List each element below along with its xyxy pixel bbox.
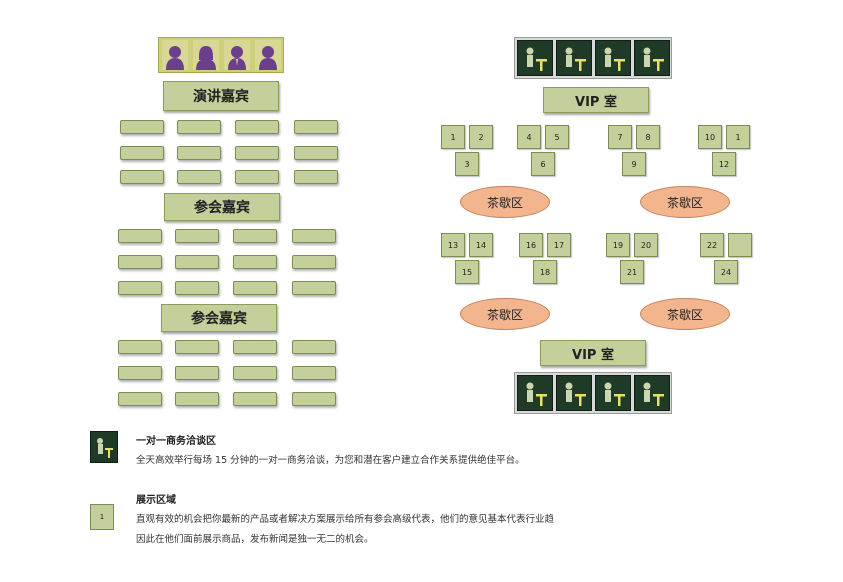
attendee-seat [120,120,164,134]
exhibit-booth: 6 [531,152,555,176]
attendee-seat [118,229,162,243]
exhibit-booth: 4 [517,125,541,149]
tea-break-area: 茶歇区 [460,186,550,218]
exhibit-booth: 1 [441,125,465,149]
vip-room-icons-top [514,37,672,79]
exhibit-area-description-line-2: 因此在他们面前展示商品，发布新闻是独一无二的机会。 [136,534,374,545]
attendee-seat [233,281,277,295]
exhibit-booth: 13 [441,233,465,257]
vip-room-label-bottom: VIP 室 [540,340,646,366]
vip-meeting-icon [633,375,670,411]
exhibit-booth: 17 [547,233,571,257]
vip-meeting-icon [516,375,553,411]
exhibit-area-description-line-1: 直观有效的机会把你最新的产品或者解决方案展示给所有参会高级代表，他们的意见基本代… [136,514,555,525]
attendee-seat [177,170,221,184]
exhibit-booth: 21 [620,260,644,284]
attendee-seat [233,255,277,269]
attendee-seat [235,120,279,134]
vip-meeting-icon [555,40,592,76]
attendee-seat [118,281,162,295]
exhibit-booth: 3 [455,152,479,176]
speaker-female-icon [192,40,219,70]
attendee-seat [233,366,277,380]
attendee-seat [175,340,219,354]
speaker-icons-strip [158,37,284,73]
exhibit-booth: 16 [519,233,543,257]
attendee-seat [175,255,219,269]
exhibit-area-title: 展示区域 [136,495,176,506]
vip-meeting-icon [555,375,592,411]
attendee-seat [294,120,338,134]
tea-break-area: 茶歇区 [640,298,730,330]
attendee-seat [292,366,336,380]
attendee-seat [175,281,219,295]
exhibit-booth: 10 [698,125,722,149]
tea-break-area: 茶歇区 [640,186,730,218]
attendee-seat [118,255,162,269]
attendee-seat [118,340,162,354]
exhibit-booth: 14 [469,233,493,257]
vip-room-label-top: VIP 室 [543,87,649,113]
exhibit-booth: 9 [622,152,646,176]
vip-meeting-icon [633,40,670,76]
exhibit-booth: 2 [469,125,493,149]
attendee-seat [292,281,336,295]
speaker-male-icon [223,40,250,70]
exhibit-booth: 15 [455,260,479,284]
business-meeting-icon [90,431,118,463]
attendee-seat [118,392,162,406]
exhibit-booth-sample: 1 [90,504,114,530]
attendee-area-label-1: 参会嘉宾 [164,193,280,221]
attendee-seat [175,392,219,406]
exhibit-booth: 22 [700,233,724,257]
exhibit-booth: 18 [533,260,557,284]
speaker-female-icon [161,40,188,70]
tea-break-area: 茶歇区 [460,298,550,330]
vip-meeting-icon [594,375,631,411]
vip-meeting-icon [594,40,631,76]
attendee-seat [177,146,221,160]
exhibit-booth: 24 [714,260,738,284]
attendee-area-label-2: 参会嘉宾 [161,304,277,332]
attendee-seat [292,392,336,406]
vip-meeting-icon [516,40,553,76]
attendee-seat [292,229,336,243]
exhibit-booth: 5 [545,125,569,149]
attendee-seat [120,170,164,184]
attendee-seat [118,366,162,380]
exhibit-booth: 7 [608,125,632,149]
meeting-area-title: 一对一商务洽谈区 [136,436,216,447]
attendee-seat [233,340,277,354]
attendee-seat [233,392,277,406]
attendee-seat [175,366,219,380]
meeting-area-description: 全天高效举行每场 15 分钟的一对一商务洽谈，为您和潜在客户建立合作关系提供绝佳… [136,455,525,466]
speaker-male-icon [254,40,281,70]
attendee-seat [175,229,219,243]
attendee-seat [233,229,277,243]
exhibit-booth: 8 [636,125,660,149]
attendee-seat [235,146,279,160]
attendee-seat [294,146,338,160]
exhibit-booth: 12 [712,152,736,176]
vip-room-icons-bottom [514,372,672,414]
attendee-seat [120,146,164,160]
attendee-seat [292,340,336,354]
attendee-seat [235,170,279,184]
attendee-seat [292,255,336,269]
attendee-seat [177,120,221,134]
exhibit-booth: 20 [634,233,658,257]
exhibit-booth: 1 [726,125,750,149]
attendee-seat [294,170,338,184]
speaker-area-label: 演讲嘉宾 [163,81,279,111]
exhibit-booth: 19 [606,233,630,257]
exhibit-booth [728,233,752,257]
